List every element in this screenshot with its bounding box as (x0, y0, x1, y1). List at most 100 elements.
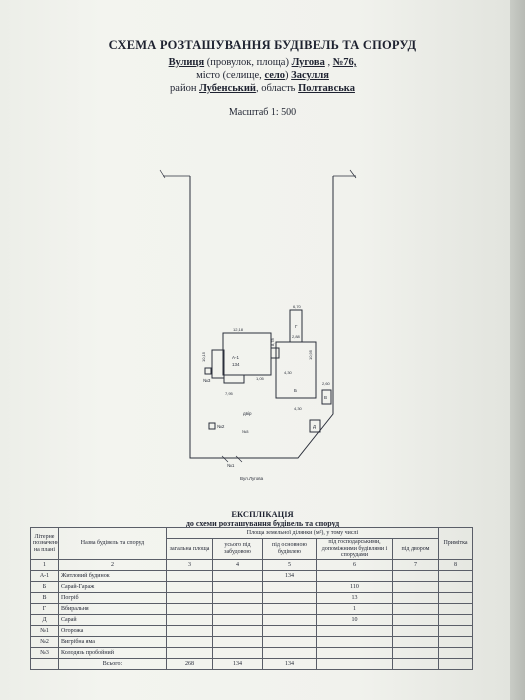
dim-1: 12,18 (233, 327, 244, 332)
street-label: Вулиця (168, 57, 205, 68)
col-number: 5 (262, 558, 317, 571)
cell-code: Г (30, 602, 59, 615)
col-area-header: Площа земельної ділянки (м²), у тому чис… (166, 527, 439, 539)
cell-name: Сарай (58, 613, 167, 626)
lot-corner-marks (159, 169, 357, 179)
house-a1 (222, 332, 272, 376)
house-area: 134 (232, 362, 240, 367)
cell-note (438, 624, 473, 637)
col-note-header: Примітка (438, 527, 473, 560)
cell-code: №3 (30, 646, 59, 659)
cell-aux: 10 (316, 613, 393, 626)
house-step (270, 347, 280, 359)
cell-code: А-1 (30, 569, 59, 582)
dim-6: 10,95 (308, 349, 313, 360)
cell-code: Б (30, 580, 59, 593)
cell-yard (392, 635, 439, 648)
sub-total-header: загальна площа (166, 538, 213, 560)
district-label: район (170, 83, 197, 94)
cell-note (438, 657, 473, 670)
street-caption: Вул.Лугова (240, 476, 264, 481)
explication-subtitle: до схеми розташування будівель та споруд (185, 519, 340, 528)
dim-9: 1,05 (256, 376, 265, 381)
house-label: А-1 (232, 355, 240, 360)
cell-code (30, 657, 59, 670)
cell-yard (392, 602, 439, 615)
toilet-g (309, 419, 321, 433)
dim-3: 8,78 (270, 337, 275, 346)
dim-7: 4,30 (284, 370, 293, 375)
cell-name: Огорожа (58, 624, 167, 637)
cell-main (262, 591, 317, 604)
cell-note (438, 580, 473, 593)
cell-note (438, 646, 473, 659)
gate-label: №1 (227, 463, 235, 468)
cell-yard (392, 657, 439, 670)
sub-aux-header: під господарськими, допоміжними будівлям… (316, 538, 393, 560)
pit-number: №3 (242, 429, 249, 434)
cell-aux (316, 657, 393, 670)
cell-total: 268 (166, 657, 213, 670)
cell-main (262, 646, 317, 659)
cell-total (166, 580, 213, 593)
v-label: В (324, 395, 327, 400)
cell-code: №1 (30, 624, 59, 637)
b-label: Б (294, 388, 297, 393)
cell-main (262, 602, 317, 615)
region-label: , область (255, 83, 296, 94)
cell-name: Вбиральня (58, 602, 167, 615)
pit-marker (208, 422, 216, 430)
shed-label: Д (313, 424, 316, 429)
district-line: район Лубенський, область Полтавська (0, 82, 525, 95)
street-value: Лугова (291, 57, 325, 68)
sub-built-header: усього під забудовою (212, 538, 263, 560)
total-label: Всього: (58, 657, 167, 670)
cellar-v (321, 389, 332, 405)
cell-built (212, 591, 263, 604)
col-number: 3 (166, 558, 213, 571)
col-number: 4 (212, 558, 263, 571)
col-code-header: Літерне позначення на плані (30, 527, 59, 560)
dim-5: 6,70 (293, 304, 302, 309)
cell-built (212, 580, 263, 593)
cell-yard (392, 646, 439, 659)
col-number: 6 (316, 558, 393, 571)
col-number: 7 (392, 558, 439, 571)
cell-built (212, 624, 263, 637)
cell-main (262, 613, 317, 626)
yard-label: двір (243, 411, 252, 416)
pit-label: №2 (217, 424, 225, 429)
dim-8: 2,60 (322, 381, 331, 386)
sub-main-header: під основною будівлею (262, 538, 317, 560)
cell-aux (316, 624, 393, 637)
gate-marks (221, 455, 243, 463)
locality-type: село (264, 70, 286, 81)
cell-aux: 110 (316, 580, 393, 593)
street-sep: , (324, 57, 333, 68)
cell-code: №2 (30, 635, 59, 648)
cell-yard (392, 624, 439, 637)
cell-total (166, 602, 213, 615)
col-number: 8 (438, 558, 473, 571)
cell-note (438, 613, 473, 626)
locality-close: ) (285, 70, 289, 81)
cell-main (262, 624, 317, 637)
cell-built: 134 (212, 657, 263, 670)
cell-aux (316, 569, 393, 582)
well-label: №3 (203, 378, 211, 383)
cell-built (212, 569, 263, 582)
cell-total (166, 635, 213, 648)
street-line: Вулиця (провулок, площа) Лугова , №76, (0, 56, 525, 69)
shed-b (275, 341, 317, 399)
cell-note (438, 569, 473, 582)
cell-yard (392, 569, 439, 582)
explication-table: Літерне позначення на плані Назва будіве… (30, 527, 473, 670)
cell-name: Житловий будинок (58, 569, 167, 582)
